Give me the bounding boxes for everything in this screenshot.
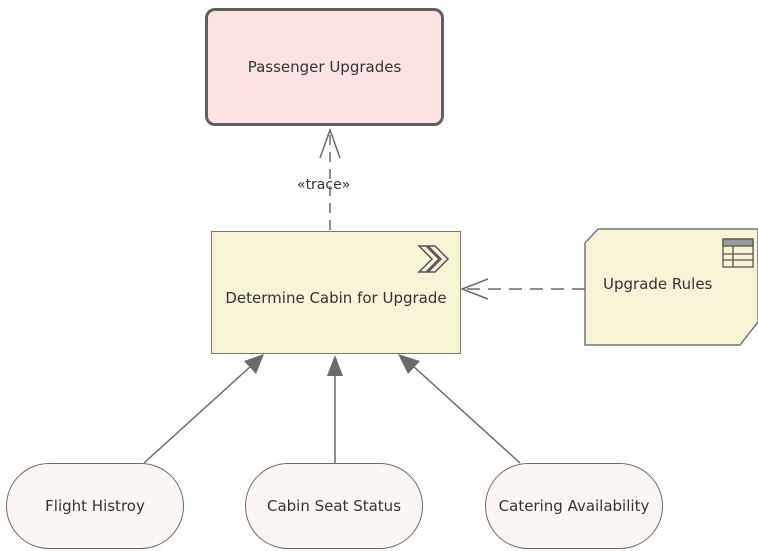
input-label: Catering Availability <box>498 497 650 515</box>
flow-flight-history-arrowhead <box>244 354 264 374</box>
input-cabin-seat-status[interactable]: Cabin Seat Status <box>245 463 423 549</box>
goal-label: Passenger Upgrades <box>247 58 402 76</box>
upgrade-rules-label: Upgrade Rules <box>603 275 713 293</box>
process-determine-cabin[interactable]: Determine Cabin for Upgrade <box>211 231 461 354</box>
input-label: Flight Histroy <box>45 497 145 515</box>
flow-catering-availability <box>412 365 521 464</box>
goal-passenger-upgrades[interactable]: Passenger Upgrades <box>205 8 444 126</box>
input-label: Cabin Seat Status <box>266 497 402 515</box>
flow-cabin-seat-status-arrowhead <box>327 355 343 376</box>
input-catering-availability[interactable]: Catering Availability <box>485 463 663 549</box>
trace-stereotype-label: «trace» <box>297 177 351 193</box>
input-flight-history[interactable]: Flight Histroy <box>6 463 184 549</box>
flow-catering-availability-arrowhead <box>398 354 420 374</box>
upgrade-rules-shape[interactable] <box>584 228 758 346</box>
process-chevron-icon <box>417 245 450 273</box>
rules-arrowhead <box>459 278 489 300</box>
table-icon <box>722 238 754 268</box>
flow-flight-history <box>143 365 252 464</box>
process-label: Determine Cabin for Upgrade <box>225 288 447 307</box>
trace-arrowhead <box>319 127 341 159</box>
